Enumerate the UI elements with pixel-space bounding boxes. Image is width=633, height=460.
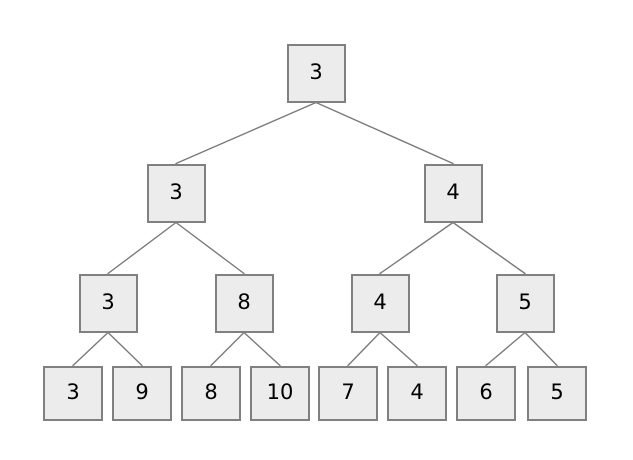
- tree-node-value: 10: [266, 379, 294, 404]
- tree-node-value: 5: [518, 289, 532, 314]
- tree-node-value: 8: [204, 379, 218, 404]
- tree-node-value: 7: [341, 379, 355, 404]
- tree-node-leaf[interactable]: 4: [387, 365, 447, 421]
- tree-node[interactable]: 3: [146, 163, 206, 223]
- tree-node-value: 9: [135, 379, 149, 404]
- tree-node[interactable]: 8: [214, 273, 274, 333]
- tree-node-leaf[interactable]: 7: [318, 365, 378, 421]
- tree-node-leaf[interactable]: 10: [250, 365, 310, 421]
- tree-node[interactable]: 4: [423, 163, 483, 223]
- tree-node-leaf[interactable]: 8: [181, 365, 241, 421]
- tree-node-value: 4: [410, 379, 424, 404]
- tree-node-value: 3: [169, 179, 183, 204]
- tree-node-leaf[interactable]: 3: [43, 365, 103, 421]
- tree-node-value: 4: [446, 179, 460, 204]
- tree-node-value: 5: [550, 379, 564, 404]
- tree-node-value: 3: [101, 289, 115, 314]
- tree-node-root[interactable]: 3: [286, 43, 346, 103]
- tree-node-value: 3: [66, 379, 80, 404]
- tree-node-value: 6: [479, 379, 493, 404]
- tree-node[interactable]: 3: [78, 273, 138, 333]
- tree-node[interactable]: 5: [495, 273, 555, 333]
- tree-node-leaf[interactable]: 5: [527, 365, 587, 421]
- tree-node-value: 8: [237, 289, 251, 314]
- tree-node-value: 4: [373, 289, 387, 314]
- tree-node[interactable]: 4: [350, 273, 410, 333]
- tree-node-leaf[interactable]: 6: [456, 365, 516, 421]
- tree-node-leaf[interactable]: 9: [112, 365, 172, 421]
- tree-node-value: 3: [309, 59, 323, 84]
